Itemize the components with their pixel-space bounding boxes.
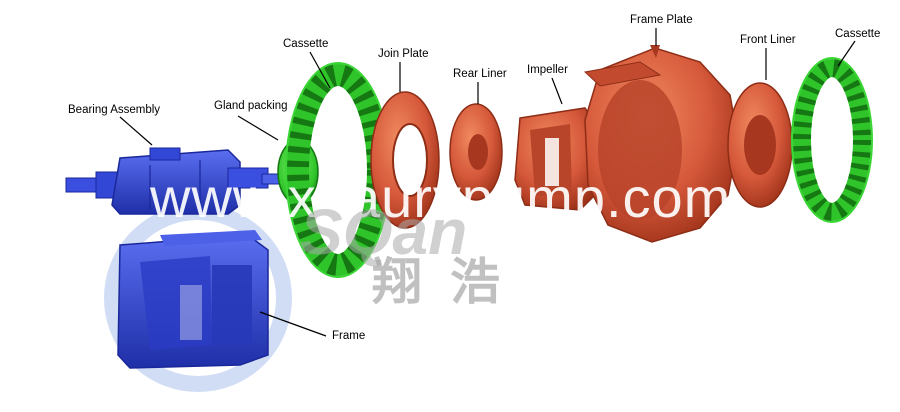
label-rear-liner: Rear Liner: [453, 68, 507, 80]
rear-liner-part: [449, 103, 503, 201]
join-plate-part: [370, 91, 440, 229]
leader-bearing-assembly: [119, 116, 153, 146]
frame-part: [117, 230, 269, 369]
label-front-liner: Front Liner: [740, 34, 796, 46]
label-frame: Frame: [332, 330, 366, 342]
label-frame-plate: Frame Plate: [630, 14, 693, 26]
bearing-assembly-part: [65, 147, 285, 215]
leader-cassette-right: [837, 40, 856, 67]
label-join-plate: Join Plate: [378, 48, 429, 60]
watermark-url: www.xhaurypump.com: [150, 166, 732, 229]
label-bearing-assembly: Bearing Assembly: [68, 104, 161, 116]
impeller-part: [514, 107, 601, 211]
cassette-right-part: [791, 57, 873, 223]
frame-plate-part: [583, 45, 739, 243]
leader-gland-packing: [237, 115, 279, 141]
label-impeller: Impeller: [527, 64, 568, 76]
front-liner-part: [727, 82, 793, 208]
label-cassette-left: Cassette: [283, 38, 329, 50]
label-cassette-right: Cassette: [835, 28, 881, 40]
watermark-chinese: 翔浩: [372, 253, 528, 311]
leader-frame: [259, 311, 327, 337]
leader-cassette-left: [309, 51, 331, 89]
label-gland-packing: Gland packing: [214, 100, 288, 112]
callout-leaders: [119, 28, 856, 337]
watermark-brand: SQan: [300, 196, 468, 268]
leader-impeller: [551, 77, 563, 105]
